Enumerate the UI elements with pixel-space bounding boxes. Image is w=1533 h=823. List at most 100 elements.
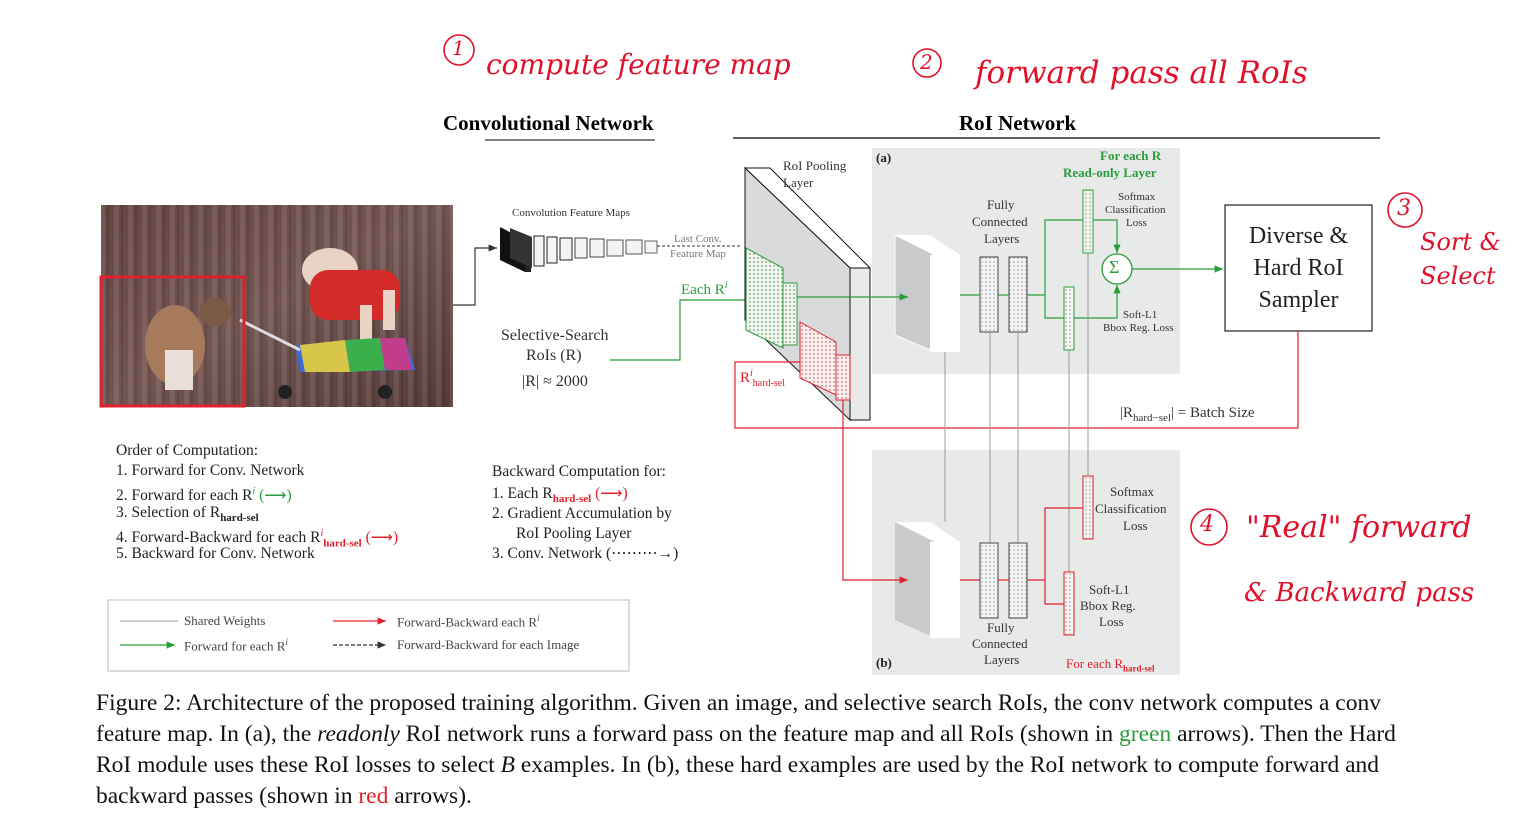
label-for-each-r: For each R [1100,148,1162,163]
sampler-line-3: Sampler [1258,287,1339,313]
step4-circle [1190,508,1228,546]
hard-roi-sampler [1224,204,1373,332]
order-title: Order of Computation: [116,442,259,459]
label-softmax-b-1: Softmax [1110,484,1155,499]
input-photo [99,205,453,408]
backward-item-1: 1. Each Rhard-sel (⟶) [492,484,628,510]
order-item-4-sub: hard-sel [323,537,362,550]
batch-pre: |R [1120,405,1134,421]
label-fc-a-3: Layers [984,231,1020,246]
order-item-5: 5. Backward for Conv. Network [116,545,315,562]
backward-title: Backward Computation for: [492,463,666,480]
label-softmax-a-3: Loss [1126,217,1147,229]
label-for-each-hard-text: For each R [1066,656,1124,671]
label-fc-b-3: Layers [984,652,1020,667]
label-fc-a-1: Fully [987,197,1015,212]
label-last-conv-1: Last Conv. [674,233,722,245]
legend-fwd-each: Forward for each Ri [184,637,288,654]
caption-green-word: green [1119,721,1172,747]
caption-part-1: Figure 2: Architecture of the proposed t… [96,690,1381,747]
roi-pooling-layer [743,166,871,422]
label-fc-b-2: Connected [972,636,1028,651]
backward-item-3: 3. Conv. Network (⋯⋯⋯→) [492,545,679,562]
annotation-step3: Sort & Select [1420,228,1501,290]
step1-circle [443,34,475,66]
backward-item-1-text: 1. Each R [492,485,553,502]
caption-readonly: readonly [317,721,400,747]
label-softl1-b-3: Loss [1099,614,1124,629]
legend-fb-each-sup: i [537,613,540,623]
label-for-each-hard-sub: hard-sel [1123,663,1155,674]
annotation-step4-line1: "Real" forward [1246,510,1472,545]
conv-feature-maps [500,227,740,272]
label-fc-a-2: Connected [972,214,1028,229]
order-item-2: 2. Forward for each Ri (⟶) [116,482,292,507]
label-ss-1: Selective-Search [501,327,609,344]
label-batch-size: |Rhard−sel| = Batch Size [1120,405,1255,424]
legend-fwd-each-text: Forward for each R [184,638,286,654]
sum-node: Σ [1109,257,1120,277]
annotation-step4-line2: & Backward pass [1244,578,1475,608]
label-each-r-text: Each R [681,282,725,298]
label-roi-pool-2: Layer [783,175,814,190]
batch-post: | = Batch Size [1170,405,1255,421]
order-item-3-text: 3. Selection of R [116,504,221,521]
label-panel-a: (a) [876,150,892,165]
order-item-4: 4. Forward-Backward for each Rihard-sel … [116,524,398,554]
step3-circle [1387,192,1423,228]
legend-fb-image: Forward-Backward for each Image [397,637,580,652]
batch-sub: hard−sel [1133,412,1171,424]
order-item-3-sub: hard-sel [220,512,259,525]
order-item-2-sup: i [252,486,256,497]
label-softl1-b-2: Bbox Reg. [1080,598,1136,613]
label-ss-3: |R| ≈ 2000 [522,373,588,390]
label-softmax-a-1: Softmax [1118,191,1156,203]
caption-part-5: arrows). [388,783,472,809]
legend-fwd-each-sup: i [285,637,288,647]
order-item-4-sup: i [320,528,324,539]
label-hard-r-text: R [740,370,751,386]
label-softmax-b-3: Loss [1123,518,1148,533]
label-softmax-b-2: Classification [1095,501,1167,516]
backward-item-2a: 2. Gradient Accumulation by [492,505,672,522]
label-softl1-b-1: Soft-L1 [1089,582,1130,597]
order-item-4-text: 4. Forward-Backward for each R [116,529,321,547]
order-item-4-arrow: (⟶) [365,529,399,547]
label-softl1-a-2: Bbox Reg. Loss [1103,322,1174,334]
sampler-label: Diverse & Hard RoI Sampler [1225,220,1372,316]
label-fc-b-1: Fully [987,620,1015,635]
label-last-conv-2: Feature Map [670,248,726,260]
legend-fb-each-text: Forward-Backward each R [397,614,538,630]
label-roi-pool-1: RoI Pooling [783,158,847,173]
label-hard-r: Rihard-sel [740,368,785,389]
label-softmax-a-2: Classification [1105,204,1166,216]
caption-red-word: red [358,783,389,809]
legend-fb-each: Forward-Backward each Ri [397,613,540,630]
order-item-1: 1. Forward for Conv. Network [116,462,305,479]
sampler-line-2: Hard RoI [1253,255,1344,281]
backward-item-1-sub: hard-sel [552,493,592,506]
caption-part-4: examples. In (b), these hard examples ar… [96,752,1380,809]
backward-item-2b: RoI Pooling Layer [516,525,632,542]
annotation-number-2: 2 [920,50,933,74]
label-softl1-a-1: Soft-L1 [1123,309,1158,321]
caption-b: B [500,752,516,778]
annotation-number-4: 4 [1200,512,1214,537]
label-hard-r-sub: hard-sel [752,378,786,389]
annotation-number-3: 3 [1397,196,1411,221]
caption-part-2: RoI network runs a forward pass on the f… [399,721,1120,747]
header-roi-network: RoI Network [959,111,1077,135]
order-item-2-arrow: (⟶) [259,487,292,505]
caption-part-3: arrows). Then the Hard RoI module uses t… [96,721,1396,778]
label-panel-b: (b) [876,655,892,670]
legend-shared: Shared Weights [184,613,266,628]
label-conv-feature-maps: Convolution Feature Maps [512,207,630,219]
header-conv-network: Convolutional Network [443,111,654,135]
label-each-r-sup: i [724,280,728,291]
legend-box [107,599,630,672]
annotation-number-1: 1 [452,36,465,60]
label-each-r: Each Ri [681,280,728,299]
annotation-step1: compute feature map [486,48,791,81]
order-item-2-text: 2. Forward for each R [116,487,253,505]
step2-circle [912,48,942,78]
